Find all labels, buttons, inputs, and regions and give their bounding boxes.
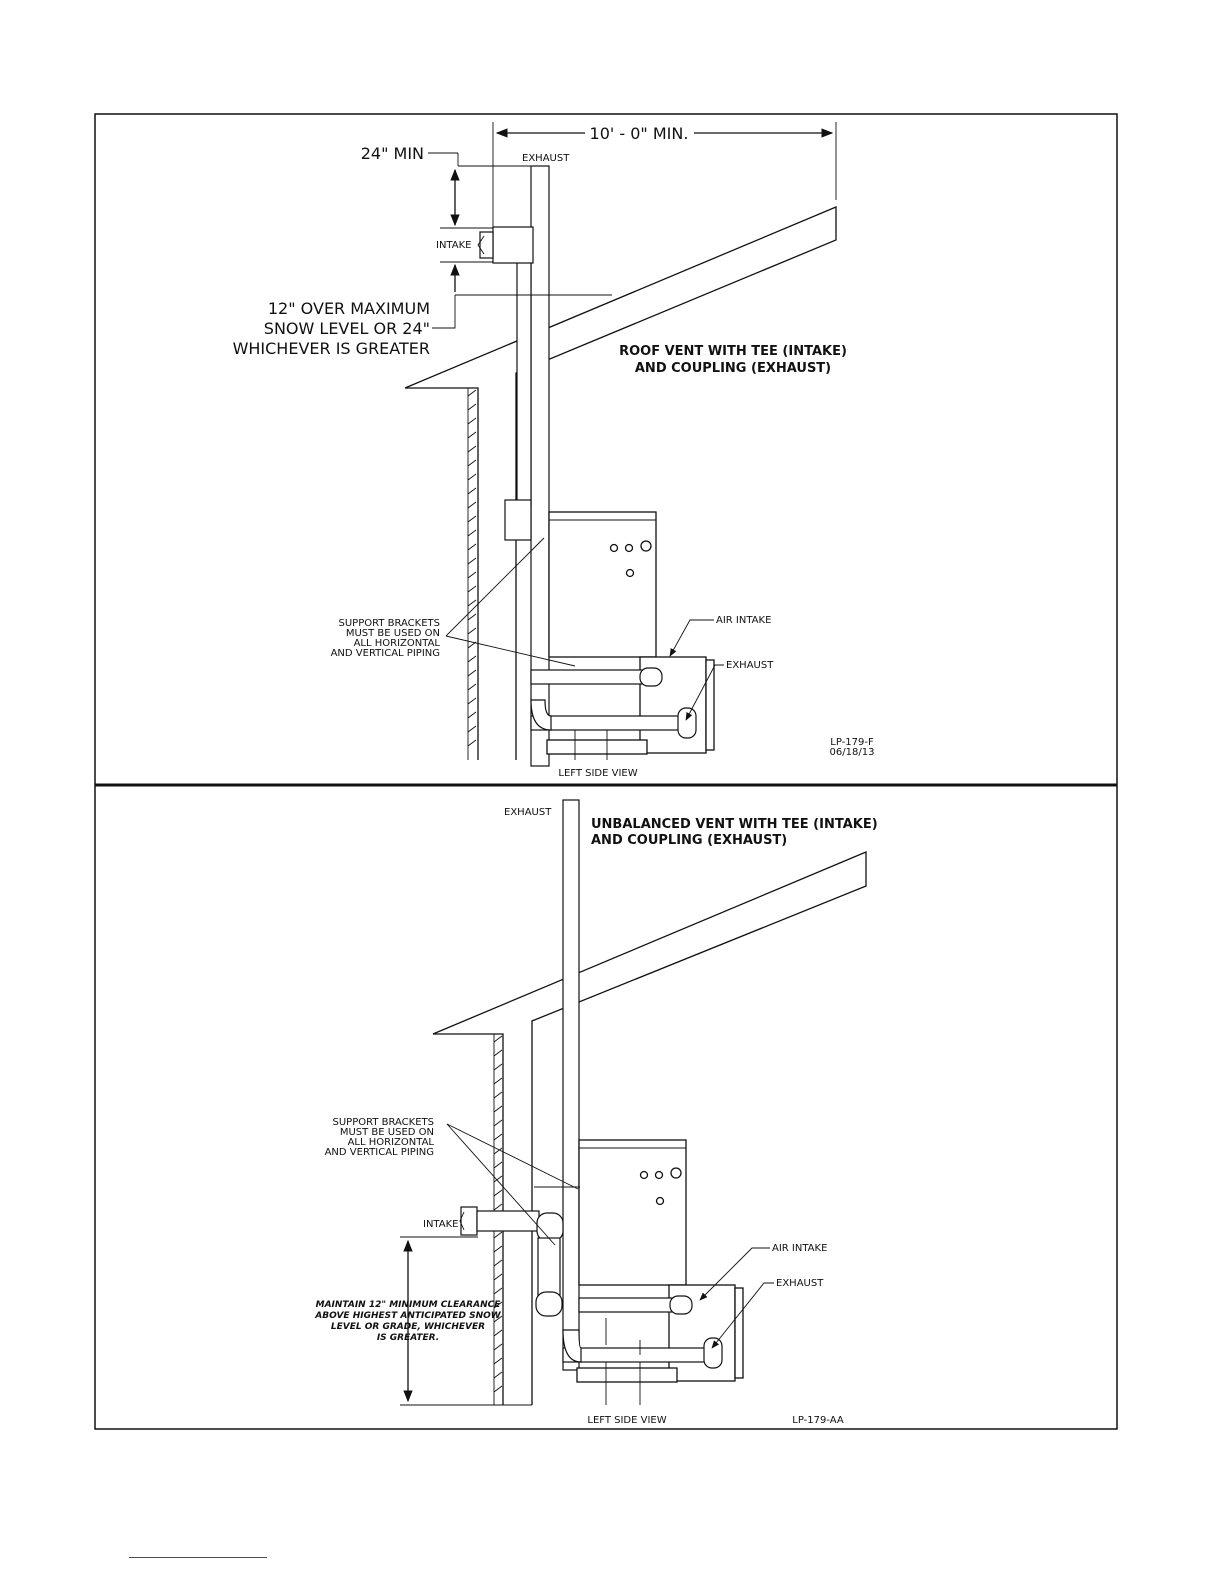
intake-label: INTAKE	[423, 1219, 458, 1230]
svg-text:MUST BE USED ON: MUST BE USED ON	[340, 1127, 434, 1138]
svg-text:SUPPORT BRACKETS: SUPPORT BRACKETS	[333, 1117, 435, 1128]
svg-text:AND COUPLING (EXHAUST): AND COUPLING (EXHAUST)	[591, 833, 787, 848]
bottom-panel: SUPPORT BRACKETS MUST BE USED ON ALL HOR…	[314, 799, 878, 1426]
bracket-note: SUPPORT BRACKETS MUST BE USED ON ALL HOR…	[325, 1117, 435, 1158]
drawing-number: LP-179-AA	[792, 1415, 844, 1426]
bracket-note: SUPPORT BRACKETS MUST BE USED ON ALL HOR…	[331, 618, 441, 659]
wall-siding	[467, 388, 477, 760]
svg-text:WHICHEVER IS GREATER: WHICHEVER IS GREATER	[233, 339, 430, 358]
dim-10ft-label: 10' - 0" MIN.	[590, 124, 689, 143]
view-label: LEFT SIDE VIEW	[558, 768, 637, 779]
svg-text:MAINTAIN 12" MINIMUM CLEARANCE: MAINTAIN 12" MINIMUM CLEARANCE	[316, 1300, 502, 1310]
intake-tee	[477, 226, 534, 264]
svg-text:12" OVER MAXIMUM: 12" OVER MAXIMUM	[268, 299, 430, 318]
water-heater-unit	[546, 511, 715, 755]
dim-24min-label: 24" MIN	[361, 144, 424, 163]
svg-text:ABOVE HIGHEST ANTICIPATED SNOW: ABOVE HIGHEST ANTICIPATED SNOW	[314, 1311, 501, 1321]
roof-outline	[432, 851, 867, 1405]
exhaust-label: EXHAUST	[504, 807, 552, 818]
view-label: LEFT SIDE VIEW	[587, 1415, 666, 1426]
svg-text:MUST BE USED ON: MUST BE USED ON	[346, 628, 440, 639]
drawing-date: 06/18/13	[830, 747, 875, 758]
snow-note: 12" OVER MAXIMUM SNOW LEVEL OR 24" WHICH…	[233, 299, 430, 358]
svg-text:SNOW LEVEL OR 24": SNOW LEVEL OR 24"	[264, 319, 430, 338]
top-title: ROOF VENT WITH TEE (INTAKE) AND COUPLING…	[619, 344, 847, 376]
svg-text:ALL HORIZONTAL: ALL HORIZONTAL	[348, 1137, 435, 1148]
svg-text:AND VERTICAL PIPING: AND VERTICAL PIPING	[325, 1147, 434, 1158]
diagram-frame	[94, 113, 1118, 1430]
top-panel: 10' - 0" MIN. 24" MIN EXHAUST INTAKE 12"…	[233, 122, 875, 779]
svg-text:AND VERTICAL PIPING: AND VERTICAL PIPING	[331, 648, 440, 659]
svg-text:AND COUPLING (EXHAUST): AND COUPLING (EXHAUST)	[635, 361, 831, 376]
exhaust-label: EXHAUST	[522, 153, 570, 164]
exhaust-pipe	[562, 799, 580, 1371]
svg-text:IS GREATER.: IS GREATER.	[377, 1333, 439, 1343]
svg-text:UNBALANCED VENT WITH TEE (INTA: UNBALANCED VENT WITH TEE (INTAKE)	[591, 817, 878, 832]
svg-text:LEVEL OR GRADE, WHICHEVER: LEVEL OR GRADE, WHICHEVER	[331, 1322, 485, 1332]
footer-rule	[129, 1557, 267, 1558]
bottom-title: UNBALANCED VENT WITH TEE (INTAKE) AND CO…	[591, 817, 878, 848]
air-intake-label: AIR INTAKE	[716, 615, 771, 626]
svg-text:ALL HORIZONTAL: ALL HORIZONTAL	[354, 638, 441, 649]
intake-tee	[459, 1206, 564, 1317]
intake-pipe	[516, 254, 532, 506]
intake-label: INTAKE	[436, 240, 471, 251]
drawing-number: LP-179-F	[830, 737, 874, 748]
air-intake-label: AIR INTAKE	[772, 1243, 827, 1254]
exhaust-leader-label: EXHAUST	[776, 1278, 824, 1289]
exhaust-leader-label: EXHAUST	[726, 660, 774, 671]
svg-text:ROOF VENT WITH TEE (INTAKE): ROOF VENT WITH TEE (INTAKE)	[619, 344, 847, 359]
clearance-note: MAINTAIN 12" MINIMUM CLEARANCE ABOVE HIG…	[314, 1300, 501, 1343]
svg-text:SUPPORT BRACKETS: SUPPORT BRACKETS	[339, 618, 441, 629]
